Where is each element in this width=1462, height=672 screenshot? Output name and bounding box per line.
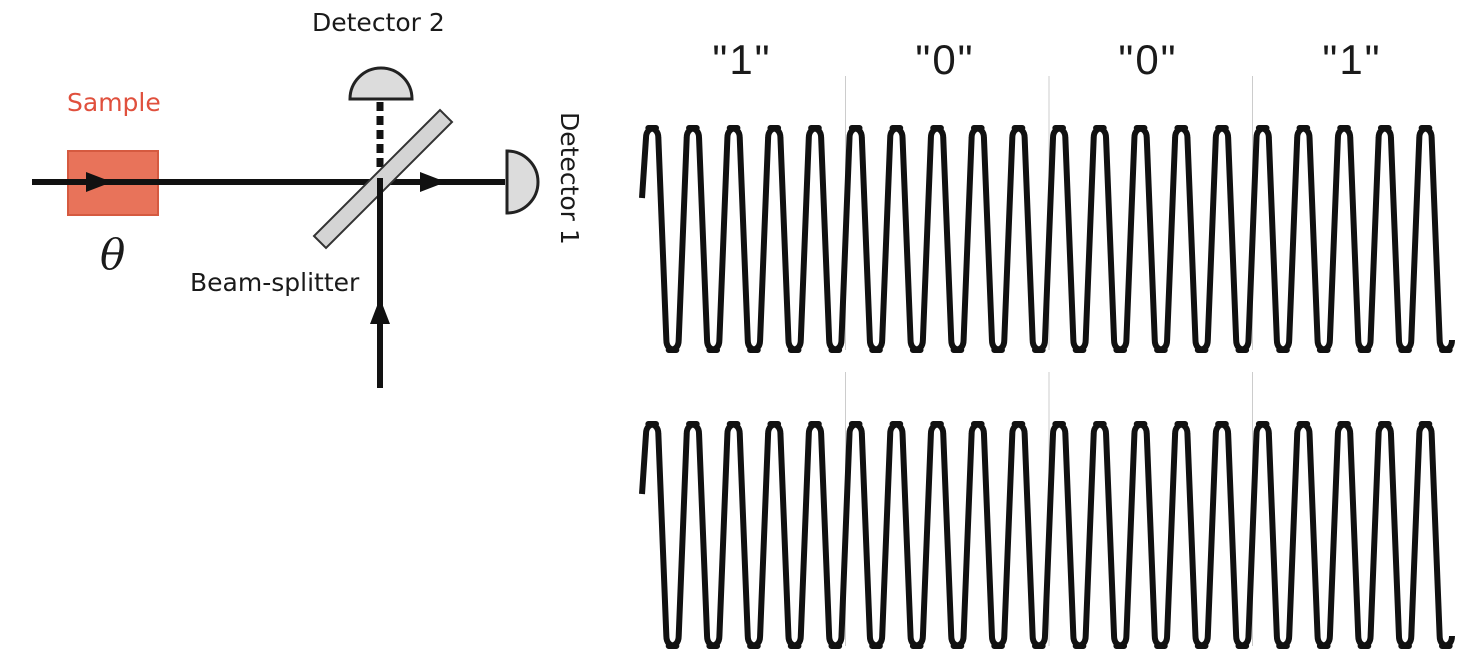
sample-label: Sample	[67, 88, 161, 117]
detector2-icon	[348, 66, 414, 101]
beam-arrow-reference	[370, 298, 390, 324]
waveform-row-2	[639, 421, 1455, 649]
beam-arrow-sample	[86, 172, 112, 192]
beam-arrow-detector1	[420, 172, 446, 192]
bit-label-1: "1"	[712, 36, 772, 83]
beam-splitter-label: Beam-splitter	[190, 268, 360, 297]
waveform-row-1	[639, 125, 1455, 353]
bit-label-2: "0"	[915, 36, 975, 83]
bit-label-4: "1"	[1322, 36, 1382, 83]
detector2-label: Detector 2	[312, 8, 445, 37]
waveform-panels	[639, 76, 1455, 649]
bit-label-3: "0"	[1118, 36, 1178, 83]
detector1-icon	[505, 149, 540, 215]
detector1-label: Detector 1	[555, 112, 584, 245]
theta-symbol: θ	[100, 230, 126, 279]
